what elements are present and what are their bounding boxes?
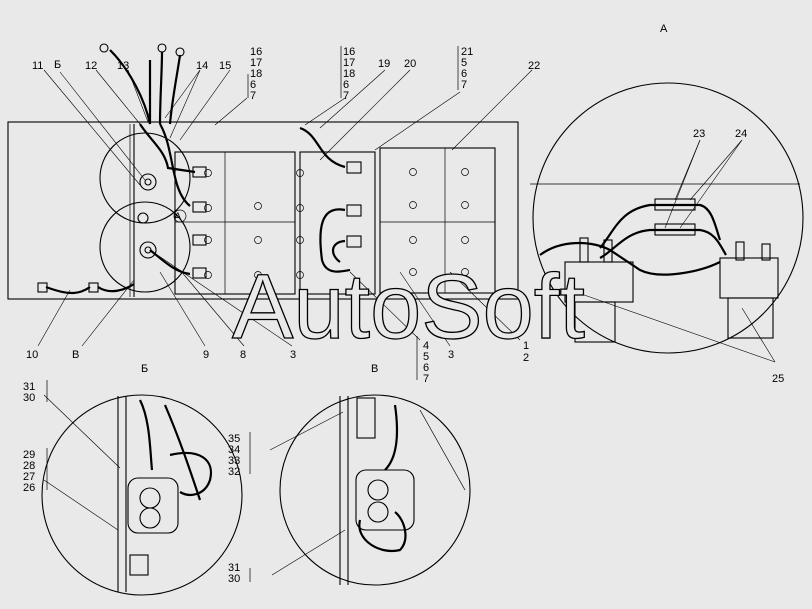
battery-cables xyxy=(45,123,351,295)
detail-b-view xyxy=(41,394,243,596)
battery-box-outline xyxy=(7,121,519,300)
callout-8: 8 xyxy=(240,349,246,361)
callout-14: 14 xyxy=(196,60,208,72)
detail-v-view xyxy=(279,394,471,586)
stack-35-32: 35 34 33 32 xyxy=(228,433,243,478)
battery-terminals xyxy=(204,168,469,279)
stack-29-26: 29 28 27 26 xyxy=(23,449,38,494)
callout-15: 15 xyxy=(219,60,231,72)
callout-3a: 3 xyxy=(290,349,296,361)
callout-20: 20 xyxy=(404,58,416,70)
view-label-b: Б xyxy=(141,363,148,375)
callout-labels: 11 12 13 14 15 19 20 22 23 24 25 10 9 8 … xyxy=(26,58,784,385)
stack-21-7: 21 5 6 7 xyxy=(461,46,476,91)
stack-4-7: 4 5 6 7 xyxy=(423,340,432,385)
switch-terminal-lower xyxy=(139,507,161,529)
stack-16-7-a: 16 17 18 6 7 xyxy=(250,46,265,102)
detail-a-view xyxy=(530,82,804,354)
switch-terminal-upper xyxy=(139,487,161,509)
callout-25: 25 xyxy=(772,373,784,385)
fuse-connector-upper xyxy=(654,198,696,211)
callout-1: 1 xyxy=(523,340,529,352)
detail-a-circle xyxy=(532,82,804,354)
mount-circle-lower xyxy=(99,201,191,293)
callout-23: 23 xyxy=(693,128,705,140)
mount-circle-upper xyxy=(99,132,191,224)
main-switch-assembly xyxy=(137,173,157,259)
starter-terminals xyxy=(564,237,779,343)
watermark: AutoSoft xyxy=(232,256,585,358)
stack-16-7-b: 16 17 18 6 7 xyxy=(343,46,358,102)
leader-lines xyxy=(37,46,776,582)
view-ref-v: В xyxy=(72,349,79,361)
detail-v-circle xyxy=(279,394,471,586)
callout-13: 13 xyxy=(117,60,129,72)
view-ref-a: А xyxy=(174,211,182,223)
callout-12: 12 xyxy=(85,60,97,72)
view-label-a: А xyxy=(660,23,668,35)
callout-24: 24 xyxy=(735,128,747,140)
callout-3b: 3 xyxy=(448,349,454,361)
callout-22: 22 xyxy=(528,60,540,72)
detail-b-circle xyxy=(41,394,243,596)
view-label-v: В xyxy=(371,363,378,375)
terminal-upper xyxy=(367,479,389,501)
batteries-left xyxy=(174,151,376,295)
callout-2: 2 xyxy=(523,352,529,364)
fuse-connector-lower xyxy=(654,223,696,236)
cable-up-2 xyxy=(109,49,152,125)
callout-19: 19 xyxy=(378,58,390,70)
stack-31-30-v: 31 30 xyxy=(228,562,243,585)
terminal-lower xyxy=(367,501,389,523)
callout-9: 9 xyxy=(203,349,209,361)
stack-31-30-b: 31 30 xyxy=(23,381,38,404)
callout-10: 10 xyxy=(26,349,38,361)
callout-stacks: 16 17 18 6 7 16 17 18 6 7 21 5 6 7 4 5 6… xyxy=(23,46,476,585)
main-assembly-view: А xyxy=(7,43,519,300)
view-ref-b: Б xyxy=(54,59,61,71)
batteries-right xyxy=(379,147,496,294)
callout-11: 11 xyxy=(32,60,43,72)
